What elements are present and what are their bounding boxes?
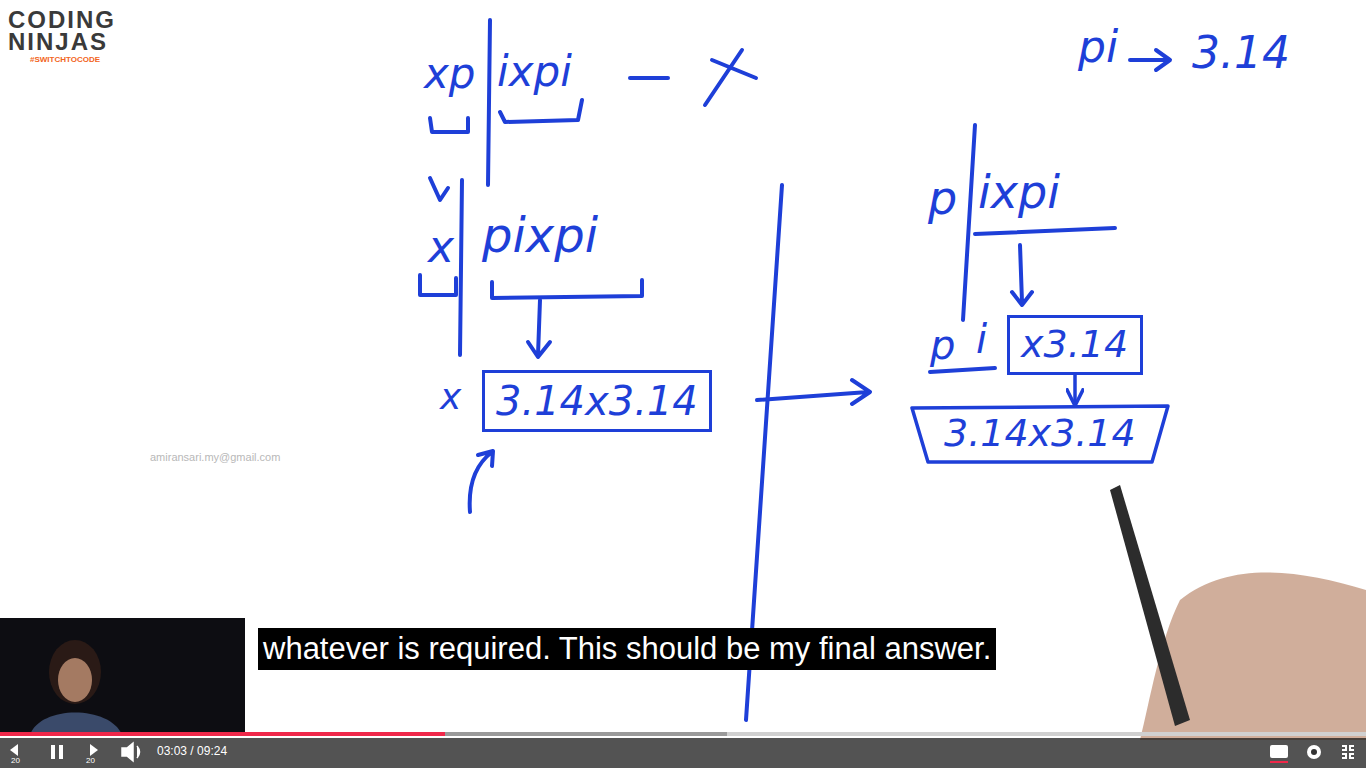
final-result-box: 3.14x3.14 bbox=[910, 404, 1170, 464]
arrow-connector bbox=[1073, 375, 1077, 404]
handwritten-text: pixpi bbox=[482, 208, 598, 263]
bracket bbox=[420, 275, 456, 295]
subtitle: whatever is required. This should be my … bbox=[258, 628, 996, 670]
bracket bbox=[492, 280, 642, 298]
skip-seconds: 20 bbox=[11, 756, 20, 765]
result-box: x3.14 bbox=[1007, 315, 1143, 375]
hand-photo bbox=[1110, 485, 1366, 740]
handwritten-text: 3.14 bbox=[1192, 28, 1290, 79]
handwritten-text: p bbox=[928, 172, 957, 225]
handwritten-text: x bbox=[428, 222, 454, 273]
underline bbox=[975, 228, 1115, 234]
divider-line bbox=[963, 125, 975, 320]
handwritten-text: x bbox=[440, 376, 461, 417]
arrow bbox=[470, 451, 493, 512]
skip-seconds: 20 bbox=[86, 756, 95, 765]
dash bbox=[630, 76, 668, 80]
arrow bbox=[757, 380, 870, 404]
time-display: 03:03 / 09:24 bbox=[157, 745, 227, 759]
box-text: 3.14x3.14 bbox=[496, 378, 698, 424]
arrow bbox=[528, 300, 550, 357]
result-box: 3.14x3.14 bbox=[482, 370, 712, 432]
handwritten-text: ixpi bbox=[978, 166, 1060, 219]
arrow bbox=[1130, 50, 1170, 70]
logo-tagline: #SWITCHTOCODE bbox=[30, 55, 100, 64]
arrow bbox=[1012, 245, 1032, 305]
cross-mark bbox=[705, 50, 756, 105]
handwritten-text: xp bbox=[424, 50, 476, 98]
bracket bbox=[430, 118, 468, 132]
webcam-thumbnail bbox=[0, 618, 245, 735]
bracket bbox=[500, 100, 582, 122]
strike-line bbox=[930, 368, 995, 372]
box-text: 3.14x3.14 bbox=[944, 412, 1136, 456]
video-controls bbox=[0, 732, 1366, 768]
handwritten-text: pi bbox=[1078, 22, 1118, 73]
divider-line bbox=[460, 180, 462, 355]
divider-line bbox=[488, 20, 490, 185]
watermark: amiransari.my@gmail.com bbox=[150, 451, 280, 464]
handwritten-text: i bbox=[976, 316, 987, 362]
logo-text: NINJAS bbox=[8, 28, 108, 56]
arrow bbox=[430, 178, 448, 200]
box-text: x3.14 bbox=[1021, 323, 1128, 367]
handwritten-text: p bbox=[930, 322, 955, 368]
handwritten-text: ixpi bbox=[497, 48, 572, 96]
